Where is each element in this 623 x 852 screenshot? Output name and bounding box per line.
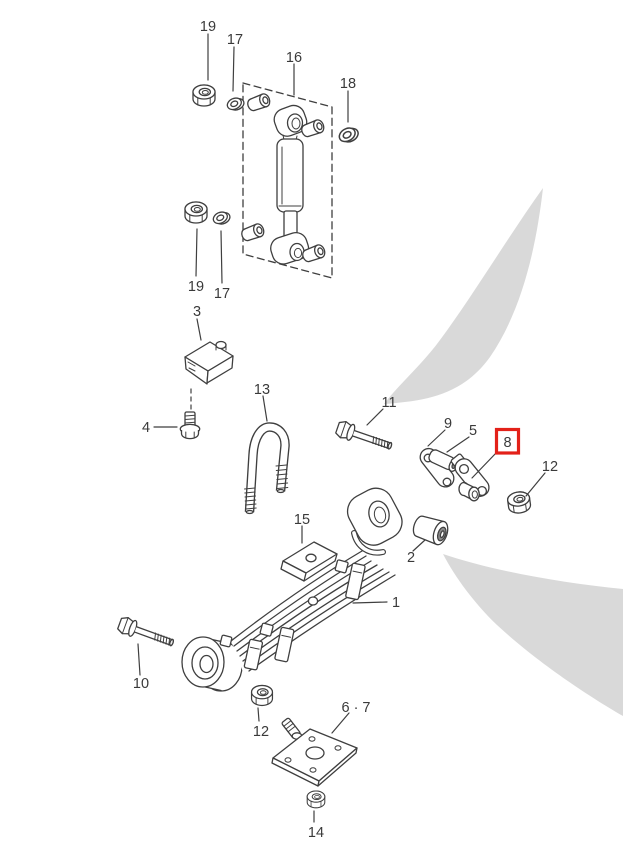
shock-bushing-top-left	[245, 91, 273, 114]
leader-3	[196, 318, 202, 341]
leader-1	[352, 601, 388, 604]
bolt-11	[335, 420, 394, 455]
bolt-10	[117, 616, 176, 651]
washer-17-mid	[210, 208, 233, 228]
part-label-12-right: 12	[542, 459, 558, 475]
washer-18	[336, 123, 362, 147]
nut-19-mid	[184, 201, 208, 224]
leader-12-bottom	[257, 707, 260, 722]
bolt-4	[179, 411, 201, 440]
background-shade-lower	[443, 554, 623, 716]
bump-stop-3	[184, 340, 234, 385]
leaf-spring-1	[181, 487, 403, 692]
part-label-2: 2	[407, 550, 415, 566]
part-label-19-mid: 19	[188, 279, 204, 295]
shackle-assembly	[419, 447, 490, 502]
part-label-12-bottom: 12	[253, 724, 269, 740]
leader-2	[412, 539, 426, 552]
leader-lines	[137, 33, 546, 823]
part-label-8: 8	[503, 435, 511, 451]
part-label-4: 4	[142, 420, 150, 436]
highlight-part-8: 8	[494, 427, 521, 455]
part-label-17-top: 17	[227, 32, 243, 48]
leader-8	[471, 451, 498, 479]
part-label-18: 18	[340, 76, 356, 92]
part-label-3: 3	[193, 304, 201, 320]
leader-5	[446, 436, 470, 453]
part-label-1: 1	[392, 595, 400, 611]
part-label-17-mid: 17	[214, 286, 230, 302]
leader-17-mid	[220, 230, 223, 284]
leader-19-mid	[195, 228, 198, 277]
leader-11	[366, 408, 384, 426]
part-label-16: 16	[286, 50, 302, 66]
center-bolt-head	[307, 596, 319, 606]
part-label-6-7: 6 · 7	[341, 700, 370, 716]
clamp-plate-15	[280, 541, 338, 582]
seat-plate-6-7	[271, 717, 358, 787]
part-label-5: 5	[469, 423, 477, 439]
shock-bushing-bottom-left	[239, 221, 267, 244]
leader-17-top	[232, 46, 235, 92]
highlight-box	[494, 427, 521, 455]
leader-10	[137, 643, 141, 676]
leader-13	[262, 395, 268, 422]
part-label-19-top: 19	[200, 19, 216, 35]
leaf-spring-rear-eye	[181, 636, 243, 692]
nut-12-bottom	[250, 684, 274, 707]
u-bolt-13	[244, 422, 290, 515]
part-labels: 19 17 16 18 19 17 3 4 13 11 9 5 12 2 15 …	[133, 19, 558, 841]
shock-body	[276, 138, 304, 213]
part-label-10: 10	[133, 676, 149, 692]
part-label-15: 15	[294, 512, 310, 528]
nut-19-top	[192, 84, 216, 107]
nut-14	[306, 790, 326, 809]
part-label-9: 9	[444, 416, 452, 432]
leaf-spring-front-eye	[346, 487, 403, 546]
shackle-roller	[458, 481, 480, 502]
bushing-2	[412, 515, 449, 546]
leader-6-7	[331, 712, 350, 734]
shock-absorber-boundary-box	[242, 82, 333, 279]
leader-12-right	[525, 472, 546, 497]
shock-absorber	[239, 82, 333, 279]
leader-9	[427, 429, 446, 447]
part-label-11: 11	[381, 395, 396, 411]
background-shade-upper	[384, 188, 543, 404]
part-label-14: 14	[308, 825, 324, 841]
part-label-13: 13	[254, 382, 270, 398]
